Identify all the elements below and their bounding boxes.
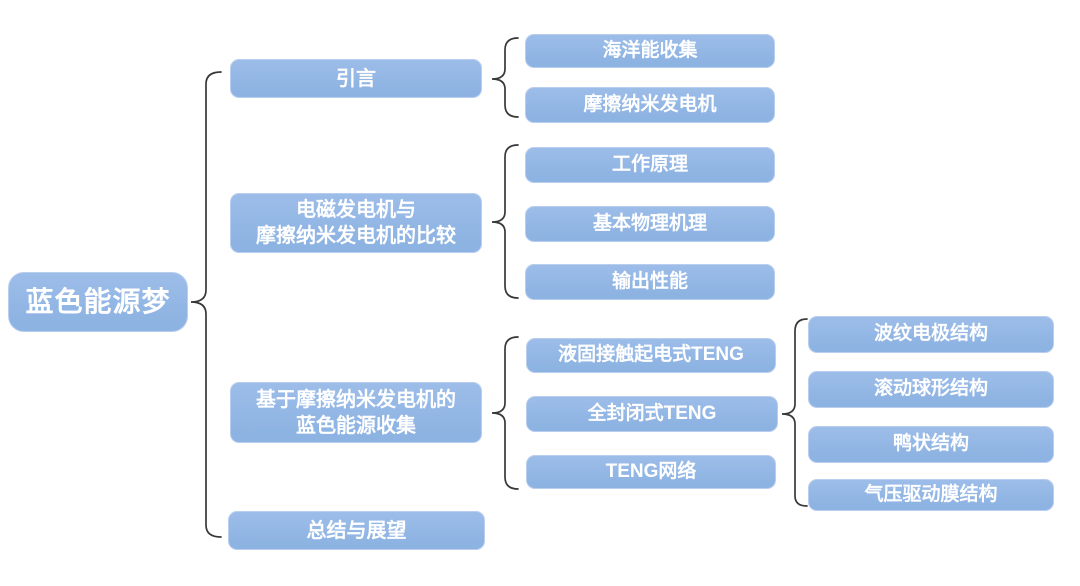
brace-root-to-branches (190, 71, 222, 538)
brace-harvesting-to-children (491, 336, 519, 490)
node-branch-summary-and-outlook: 总结与展望 (228, 511, 485, 550)
node-branch-introduction: 引言 (230, 59, 482, 98)
node-leaf-ocean-energy-harvesting: 海洋能收集 (525, 34, 775, 68)
node-root-blue-energy-dream: 蓝色能源梦 (8, 272, 188, 332)
brace-intro-to-children (491, 37, 519, 118)
node-leaf-output-performance: 输出性能 (525, 264, 775, 300)
node-leaf-rolling-sphere-structure: 滚动球形结构 (808, 371, 1054, 408)
node-leaf-duck-shaped-structure: 鸭状结构 (808, 426, 1054, 463)
node-leaf-teng-network: TENG网络 (526, 455, 776, 489)
node-leaf-triboelectric-nanogenerator: 摩擦纳米发电机 (525, 87, 775, 123)
node-leaf-air-pressure-driven-membrane-structure: 气压驱动膜结构 (808, 479, 1054, 511)
node-branch-teng-blue-energy-harvesting: 基于摩擦纳米发电机的 蓝色能源收集 (230, 382, 482, 443)
node-leaf-corrugated-electrode-structure: 波纹电极结构 (808, 316, 1054, 353)
node-leaf-liquid-solid-contact-teng: 液固接触起电式TENG (526, 338, 776, 373)
node-leaf-fully-enclosed-teng: 全封闭式TENG (526, 396, 778, 432)
node-branch-emg-teng-comparison: 电磁发电机与 摩擦纳米发电机的比较 (230, 193, 482, 253)
node-leaf-working-principle: 工作原理 (525, 147, 775, 183)
brace-enclosed-teng-to-children (781, 318, 808, 507)
node-leaf-basic-physical-mechanism: 基本物理机理 (525, 206, 775, 242)
brace-comparison-to-children (491, 144, 519, 299)
